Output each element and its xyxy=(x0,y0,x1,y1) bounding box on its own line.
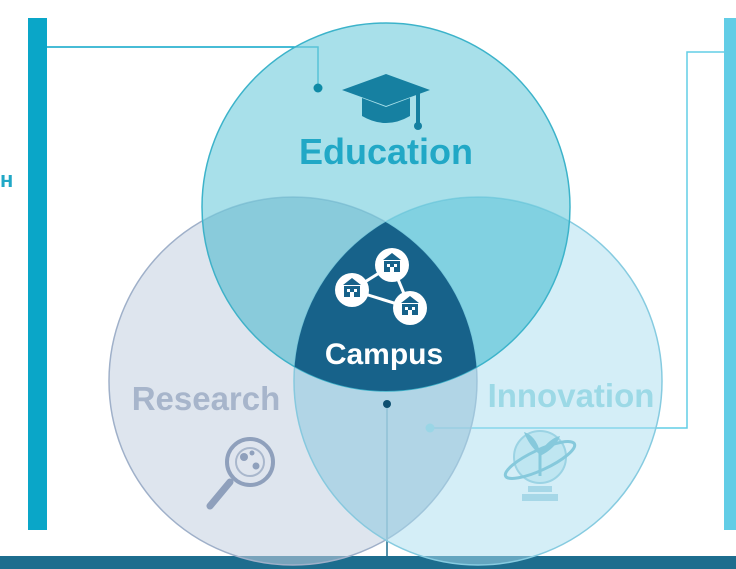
bottom-accent-bar xyxy=(0,556,736,569)
globe-plant-icon xyxy=(503,430,577,501)
graduation-cap-icon xyxy=(342,74,430,130)
campus-label: Campus xyxy=(325,338,443,371)
education-label: Education xyxy=(299,131,473,172)
left-accent-bar xyxy=(28,18,47,530)
right-accent-bar xyxy=(724,18,736,530)
education-connector-dot xyxy=(313,83,323,93)
research-label: Research xyxy=(132,380,281,417)
innovation-connector-dot xyxy=(425,423,435,433)
campus-network-icon xyxy=(335,248,427,325)
innovation-label: Innovation xyxy=(488,377,655,414)
magnifier-icon xyxy=(206,437,275,510)
left-edge-text-fragment: н xyxy=(0,167,13,192)
campus-connector-dot xyxy=(383,400,391,408)
